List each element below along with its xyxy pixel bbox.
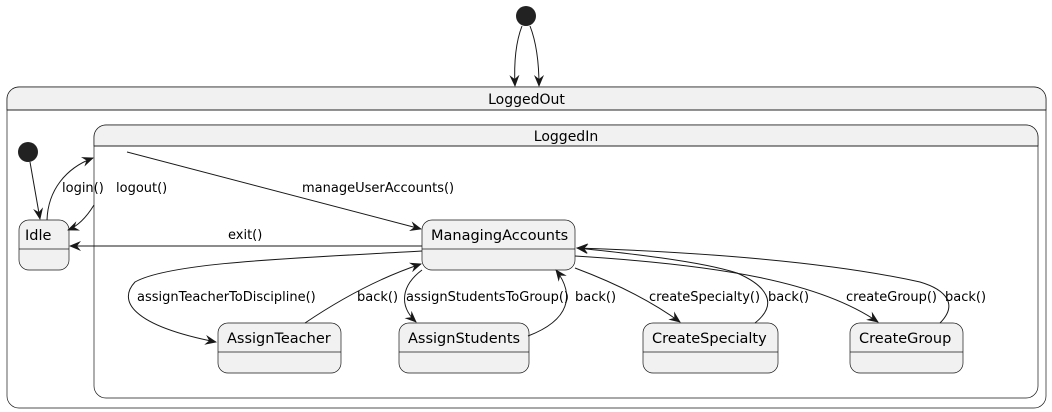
label-exit: exit()	[228, 228, 262, 243]
state-managing-accounts: ManagingAccounts	[421, 219, 576, 271]
edge-inner-initial-to-idle	[29, 161, 44, 220]
state-managing-accounts-label: ManagingAccounts	[431, 228, 568, 244]
state-idle-label: Idle	[25, 228, 52, 244]
edge-assign-students-to-group	[404, 269, 423, 323]
edge-assign-teacher-to-discipline	[127, 250, 423, 345]
edge-assign-students-back	[527, 269, 568, 337]
edge-top-initial-to-logged-out-1	[509, 25, 523, 87]
label-manage-user-accounts: manageUserAccounts()	[302, 181, 454, 196]
composite-logged-in: LoggedIn	[93, 124, 1039, 399]
edge-manage-user-accounts	[126, 151, 422, 232]
state-create-specialty: CreateSpecialty	[642, 322, 779, 374]
logged-out-title: LoggedOut	[488, 92, 565, 108]
state-create-group: CreateGroup	[849, 322, 964, 374]
top-initial-state	[516, 6, 536, 26]
label-assign-teacher-to-discipline: assignTeacherToDiscipline()	[137, 290, 316, 305]
inner-initial-state	[18, 142, 38, 162]
edge-create-specialty	[574, 267, 681, 323]
label-assign-teacher-back: back()	[357, 290, 398, 305]
edge-assign-teacher-back	[304, 262, 422, 324]
state-assign-students-label: AssignStudents	[408, 331, 520, 347]
edge-create-group-back	[576, 243, 950, 324]
label-create-specialty: createSpecialty()	[649, 290, 760, 305]
state-create-group-label: CreateGroup	[859, 331, 951, 347]
label-create-specialty-back: back()	[768, 290, 809, 305]
label-logout: logout()	[116, 181, 167, 196]
edge-create-group	[574, 255, 879, 323]
edge-create-specialty-back	[576, 244, 769, 324]
state-idle: Idle	[18, 219, 70, 271]
edge-login	[46, 157, 94, 221]
state-assign-students: AssignStudents	[398, 322, 530, 374]
composite-logged-out: LoggedOut	[6, 86, 1047, 409]
logged-in-title: LoggedIn	[534, 129, 598, 145]
label-assign-students-to-group: assignStudentsToGroup()	[406, 290, 569, 305]
label-assign-students-back: back()	[575, 290, 616, 305]
edge-top-initial-to-logged-out-2	[529, 25, 544, 87]
state-create-specialty-label: CreateSpecialty	[652, 331, 767, 347]
label-create-group-back: back()	[945, 290, 986, 305]
state-assign-teacher: AssignTeacher	[217, 322, 342, 374]
label-create-group: createGroup()	[846, 290, 937, 305]
label-login: login()	[62, 181, 104, 196]
state-assign-teacher-label: AssignTeacher	[227, 331, 331, 347]
edge-logout	[67, 204, 95, 231]
